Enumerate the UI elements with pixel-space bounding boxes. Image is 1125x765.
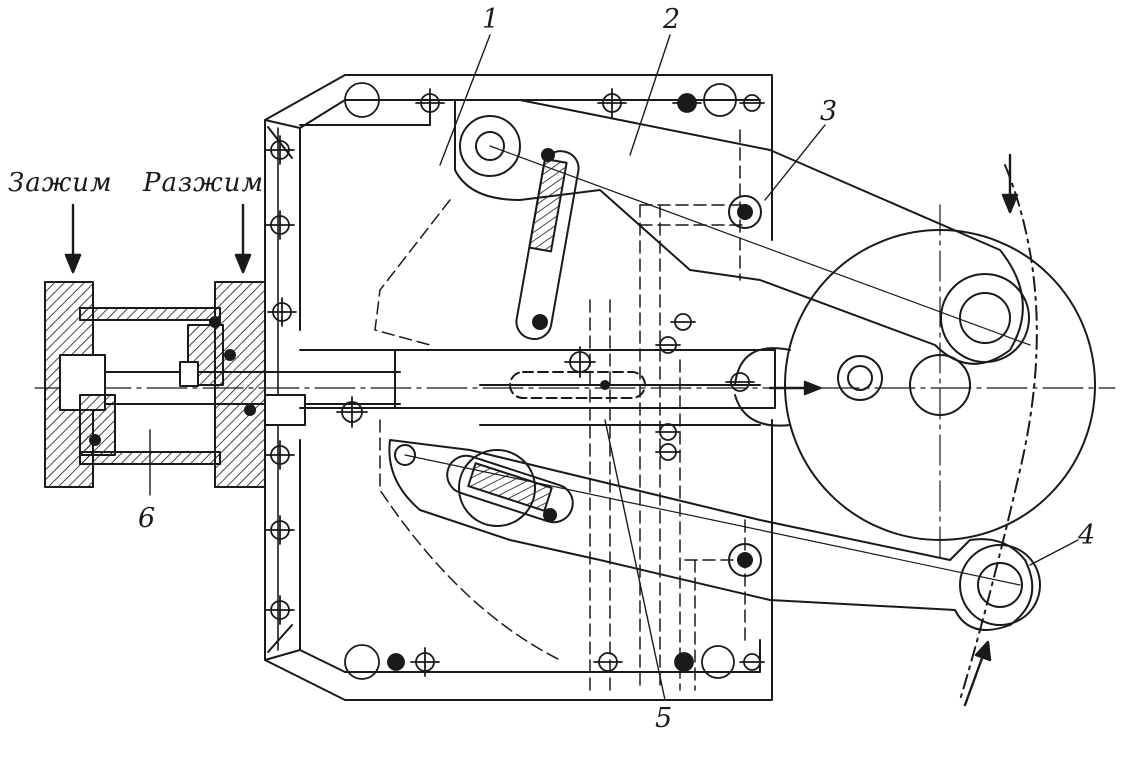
part-6-label: 6	[138, 503, 156, 534]
cylinder	[44, 281, 401, 488]
upper-lever	[454, 99, 1031, 365]
unclamp-label: Разжим	[143, 168, 265, 198]
pivot-upper	[728, 195, 762, 229]
workpiece	[734, 164, 1096, 701]
leader-lines	[149, 34, 1079, 701]
slider	[299, 349, 776, 426]
part-5-label: 5	[655, 703, 673, 734]
lower-spring	[446, 449, 574, 527]
part-1-label: 1	[482, 4, 500, 35]
part-3-label: 3	[820, 96, 838, 127]
hidden-lines	[374, 129, 746, 691]
housing-holes	[265, 82, 765, 680]
part-4-label: 4	[1078, 520, 1096, 551]
command-arrows	[64, 153, 1019, 707]
clamp-label: Зажим	[8, 168, 113, 198]
upper-spring	[515, 148, 580, 340]
part-2-label: 2	[663, 4, 681, 35]
